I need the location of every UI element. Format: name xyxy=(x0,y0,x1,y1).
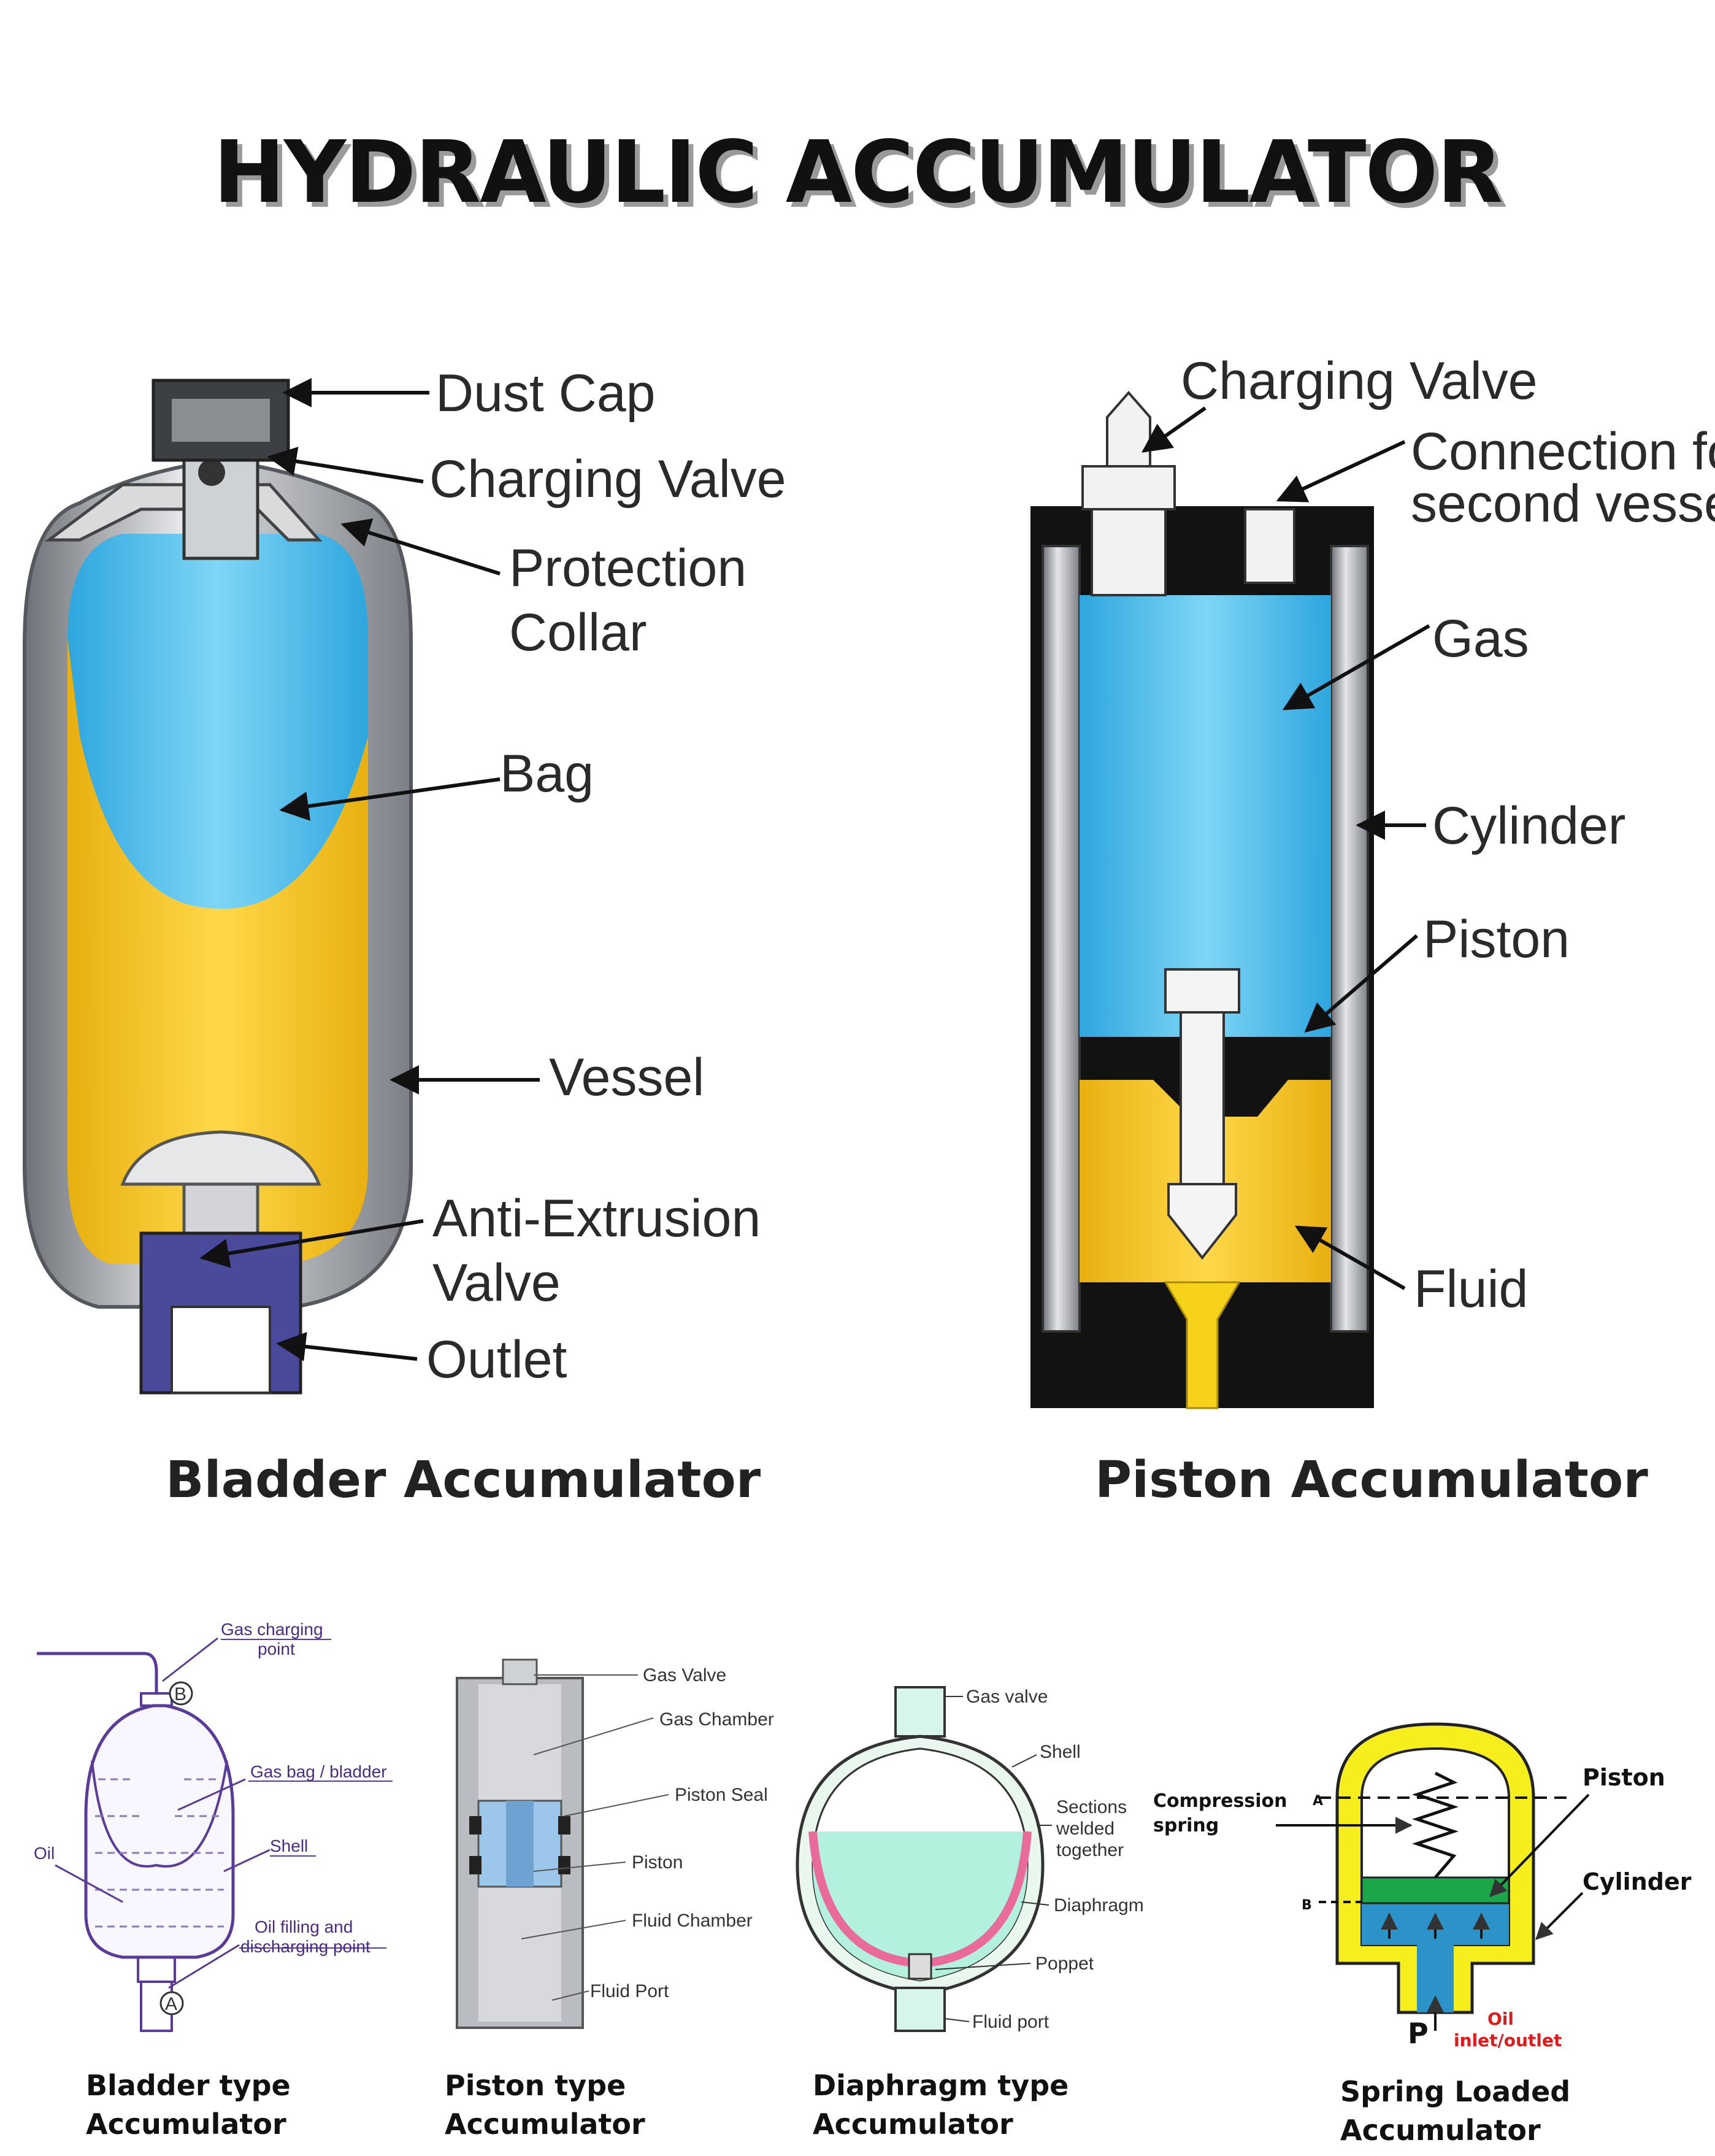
label-diaphragm-fluid-port: Fluid port xyxy=(972,2012,1049,2032)
small-spring-loaded-figure: Piston Cylinder Compression spring A B P… xyxy=(1153,1722,1692,2147)
small-piston-type-figure: Gas Valve Gas Chamber Piston Seal Piston… xyxy=(445,1658,774,2141)
label-compression-line2: spring xyxy=(1153,1815,1219,1836)
small-bladder-type-figure: B A Gas charging point Gas bag / bladder… xyxy=(34,1620,393,2141)
label-piston: Piston xyxy=(1423,910,1570,969)
label-vessel: Vessel xyxy=(549,1048,704,1107)
mark-a-bladder: A xyxy=(165,1994,177,2014)
label-outlet: Outlet xyxy=(426,1330,567,1389)
label-piston-charging-valve: Charging Valve xyxy=(1181,352,1538,410)
caption-bladder-type-line1: Bladder type xyxy=(86,2069,291,2102)
caption-bladder-type-line2: Accumulator xyxy=(86,2108,286,2141)
label-fluid-port: Fluid Port xyxy=(590,1981,669,2001)
label-fluid-chamber: Fluid Chamber xyxy=(632,1911,753,1931)
label-piston-seal: Piston Seal xyxy=(675,1785,768,1805)
label-oil-filling-line2: discharging point xyxy=(240,1937,370,1956)
piston-accumulator-figure: Charging Valve Connection for second ves… xyxy=(1030,352,1715,1509)
label-shell: Shell xyxy=(270,1836,308,1855)
label-diaphragm-gas-valve: Gas valve xyxy=(966,1687,1048,1707)
label-p: P xyxy=(1408,2017,1429,2050)
bladder-accumulator-figure: Dust Cap Charging Valve Protection Colla… xyxy=(23,364,786,1509)
label-protection-collar-line1: Protection xyxy=(509,539,746,598)
label-gas-charging-line1: Gas charging xyxy=(221,1620,323,1639)
label-diaphragm-shell: Shell xyxy=(1040,1742,1081,1762)
label-sections-line2: welded xyxy=(1056,1819,1115,1839)
label-oil-line1: Oil xyxy=(1487,2009,1514,2029)
label-anti-extrusion-line2: Valve xyxy=(432,1253,561,1312)
label-small-piston: Piston xyxy=(632,1852,683,1873)
label-sections-line3: together xyxy=(1056,1840,1124,1860)
label-oil-line2: inlet/outlet xyxy=(1454,2030,1562,2050)
label-protection-collar-line2: Collar xyxy=(509,603,647,662)
caption-spring-loaded-line2: Accumulator xyxy=(1340,2114,1541,2147)
caption-bladder-accumulator: Bladder Accumulator xyxy=(166,1451,761,1509)
page-title: HYDRAULIC ACCUMULATOR xyxy=(213,123,1503,223)
label-bag: Bag xyxy=(500,744,594,803)
label-spring-cylinder: Cylinder xyxy=(1583,1868,1692,1895)
label-compression-line1: Compression xyxy=(1153,1790,1287,1812)
label-cylinder: Cylinder xyxy=(1432,796,1625,855)
label-anti-extrusion-line1: Anti-Extrusion xyxy=(432,1189,761,1248)
caption-piston-type-line1: Piston type xyxy=(445,2069,626,2102)
caption-spring-loaded-line1: Spring Loaded xyxy=(1340,2075,1570,2108)
label-connection-line2: second vessel xyxy=(1411,474,1715,533)
caption-piston-accumulator: Piston Accumulator xyxy=(1095,1451,1648,1509)
label-charging-valve: Charging Valve xyxy=(429,450,786,509)
label-gas-chamber: Gas Chamber xyxy=(659,1709,774,1730)
label-oil-filling-line1: Oil filling and xyxy=(255,1917,353,1936)
mark-b-spring: B xyxy=(1302,1898,1312,1913)
label-diaphragm: Diaphragm xyxy=(1054,1895,1144,1915)
label-connection-line1: Connection for xyxy=(1411,422,1715,481)
caption-diaphragm-type-line2: Accumulator xyxy=(813,2108,1013,2141)
label-gas: Gas xyxy=(1432,609,1529,668)
mark-b-bladder: B xyxy=(174,1684,186,1704)
caption-diaphragm-type-line1: Diaphragm type xyxy=(813,2069,1069,2102)
label-fluid: Fluid xyxy=(1414,1260,1528,1319)
label-poppet: Poppet xyxy=(1035,1954,1094,1974)
label-dust-cap: Dust Cap xyxy=(435,364,656,423)
caption-piston-type-line2: Accumulator xyxy=(445,2108,645,2141)
label-gas-valve: Gas Valve xyxy=(643,1665,726,1685)
label-gas-bag: Gas bag / bladder xyxy=(250,1762,387,1781)
label-sections-line1: Sections xyxy=(1056,1797,1127,1817)
label-oil: Oil xyxy=(34,1844,55,1863)
small-diaphragm-type-figure: Gas valve Shell Sections welded together… xyxy=(796,1686,1144,2141)
label-spring-piston: Piston xyxy=(1583,1764,1665,1791)
label-gas-charging-line2: point xyxy=(258,1639,295,1658)
mark-a-spring: A xyxy=(1313,1793,1323,1809)
